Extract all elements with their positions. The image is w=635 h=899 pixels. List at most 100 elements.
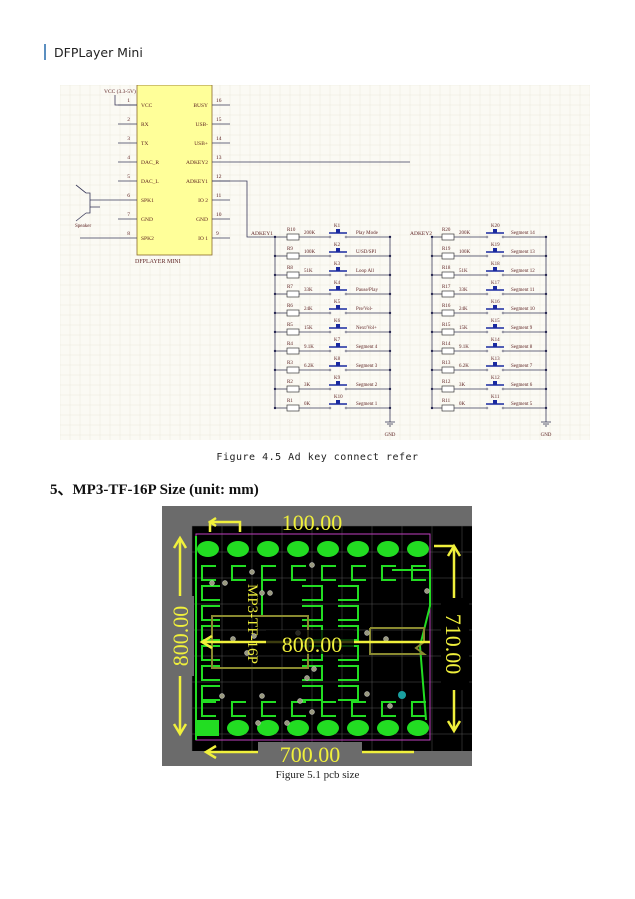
switch-contact bbox=[328, 406, 332, 410]
pcb-fiducial bbox=[398, 691, 406, 699]
pcb-via bbox=[424, 588, 430, 594]
switch-cap bbox=[493, 324, 497, 328]
pin-number: 4 bbox=[127, 155, 130, 161]
switch-ref: K4 bbox=[334, 281, 341, 286]
pcb-trace bbox=[302, 665, 323, 681]
resistor-ref: R9 bbox=[287, 247, 293, 252]
section-title: 5、MP3-TF-16P Size (unit: mm) bbox=[50, 482, 259, 498]
pcb-trace bbox=[351, 565, 366, 581]
switch-contact bbox=[485, 349, 489, 353]
key-function: Segment 3 bbox=[356, 364, 378, 369]
pin-number: 3 bbox=[127, 136, 130, 142]
key-function: U/SD/SPI bbox=[356, 250, 376, 255]
resistor-ref: R7 bbox=[287, 285, 293, 290]
key-function: Segment 1 bbox=[356, 402, 378, 407]
switch-cap bbox=[493, 381, 497, 385]
pcb-trace bbox=[381, 701, 396, 717]
switch-cap bbox=[336, 381, 340, 385]
pcb-pad-bottom bbox=[227, 720, 249, 736]
resistor-ref: R1 bbox=[287, 399, 293, 404]
pin-name: IO 1 bbox=[198, 236, 208, 242]
pcb-via bbox=[267, 590, 273, 596]
vcc-label: VCC (3.3-5V) bbox=[104, 88, 136, 95]
resistor-symbol bbox=[286, 271, 300, 279]
resistor-value: 0K bbox=[459, 402, 466, 407]
pcb-via bbox=[249, 569, 255, 575]
resistor-symbol bbox=[286, 290, 300, 298]
pcb-trace bbox=[338, 665, 359, 681]
switch-cap bbox=[493, 343, 497, 347]
dim-top-value: 100.00 bbox=[282, 510, 343, 535]
pcb-pad-bottom bbox=[317, 720, 339, 736]
pcb-trace bbox=[321, 701, 336, 717]
switch-cap bbox=[336, 343, 340, 347]
switch-contact bbox=[485, 406, 489, 410]
pcb-via bbox=[297, 698, 303, 704]
switch-cap bbox=[493, 305, 497, 309]
resistor-symbol bbox=[441, 252, 455, 260]
resistor-symbol bbox=[441, 233, 455, 241]
pin-number: 14 bbox=[216, 136, 222, 142]
pcb-pad-top bbox=[407, 541, 429, 557]
dim-label-bg bbox=[258, 742, 362, 764]
pin-name: USB+ bbox=[194, 141, 208, 147]
pcb-pad-top bbox=[377, 541, 399, 557]
resistor-ref: R2 bbox=[287, 380, 293, 385]
switch-ref: K17 bbox=[491, 281, 500, 286]
pin-name: DAC_R bbox=[141, 160, 159, 166]
page-header: DFPLayer Mini bbox=[44, 44, 143, 60]
pcb-via bbox=[364, 630, 370, 636]
pcb-component-outline bbox=[369, 627, 427, 655]
pcb-trace bbox=[302, 605, 323, 621]
pcb-trace bbox=[381, 565, 396, 581]
pcb-trace bbox=[231, 701, 246, 717]
pin-number: 5 bbox=[127, 174, 130, 180]
key-function: Segment 2 bbox=[356, 383, 378, 388]
resistor-value: 51K bbox=[304, 269, 313, 274]
switch-cap bbox=[336, 248, 340, 252]
switch-contact bbox=[328, 254, 332, 258]
resistor-symbol bbox=[441, 271, 455, 279]
pcb-trace bbox=[201, 565, 216, 581]
key-function: Next/Vol+ bbox=[356, 326, 377, 331]
pin-number: 12 bbox=[216, 174, 222, 180]
switch-ref: K15 bbox=[491, 319, 500, 324]
adkey1-route bbox=[212, 180, 275, 238]
pcb-trace bbox=[338, 585, 359, 601]
pcb-via bbox=[309, 709, 315, 715]
pin-name: GND bbox=[141, 217, 153, 223]
pin-name: DAC_L bbox=[141, 179, 159, 185]
switch-ref: K1 bbox=[334, 224, 341, 229]
switch-ref: K20 bbox=[491, 224, 500, 229]
switch-ref: K16 bbox=[491, 300, 500, 305]
resistor-ref: R14 bbox=[442, 342, 451, 347]
resistor-ref: R13 bbox=[442, 361, 451, 366]
resistor-ref: R5 bbox=[287, 323, 293, 328]
switch-contact bbox=[485, 254, 489, 258]
switch-cap bbox=[336, 229, 340, 233]
speaker-label: Speaker bbox=[75, 224, 91, 229]
resistor-ref: R17 bbox=[442, 285, 451, 290]
pcb-trace bbox=[231, 565, 246, 581]
dim-arrow-top bbox=[207, 516, 217, 528]
resistor-symbol bbox=[441, 404, 455, 412]
switch-cap bbox=[336, 400, 340, 404]
switch-contact bbox=[328, 387, 332, 391]
pin-number: 2 bbox=[127, 117, 130, 123]
dim-center-value: 800.00 bbox=[282, 632, 343, 657]
resistor-value: 0K bbox=[304, 402, 311, 407]
pcb-pad-bottom bbox=[377, 720, 399, 736]
key-function: Pre/Vol- bbox=[356, 307, 373, 312]
pin-number: 11 bbox=[216, 193, 222, 199]
resistor-ref: R12 bbox=[442, 380, 451, 385]
dim-arrow-left bbox=[172, 535, 188, 549]
pin-name: SPK2 bbox=[141, 236, 154, 242]
